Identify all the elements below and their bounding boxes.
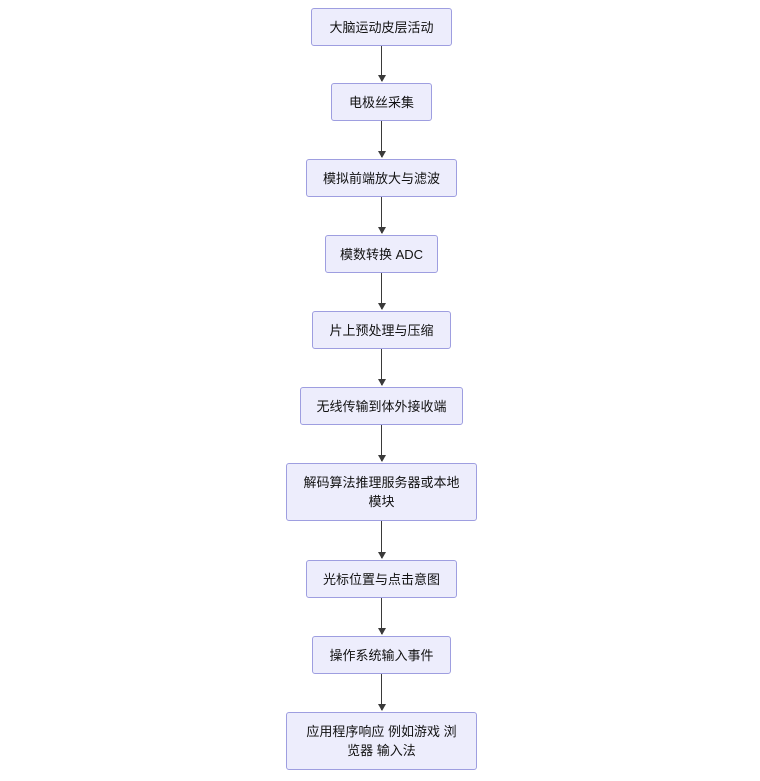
flow-node-n8[interactable]: 光标位置与点击意图 [306, 560, 457, 598]
flow-arrow-n7-to-n8 [377, 521, 386, 559]
flow-node-n10[interactable]: 应用程序响应 例如游戏 浏 览器 输入法 [286, 712, 477, 770]
flow-arrow-n3-to-n4 [377, 197, 386, 234]
flow-arrow-n6-to-n7 [377, 425, 386, 462]
flow-node-n4[interactable]: 模数转换 ADC [325, 235, 438, 273]
flow-arrow-n5-to-n6 [377, 349, 386, 386]
flow-node-n5[interactable]: 片上预处理与压缩 [312, 311, 451, 349]
flow-node-n9[interactable]: 操作系统输入事件 [312, 636, 451, 674]
flow-arrow-n9-to-n10 [377, 674, 386, 711]
flow-arrow-n4-to-n5 [377, 273, 386, 310]
flow-arrow-n1-to-n2 [377, 46, 386, 82]
flow-node-n1[interactable]: 大脑运动皮层活动 [311, 8, 452, 46]
flow-node-n6[interactable]: 无线传输到体外接收端 [300, 387, 463, 425]
flow-node-n2[interactable]: 电极丝采集 [331, 83, 432, 121]
flow-node-n7[interactable]: 解码算法推理服务器或本地 模块 [286, 463, 477, 521]
flow-arrow-n2-to-n3 [377, 121, 386, 158]
flow-arrow-n8-to-n9 [377, 598, 386, 635]
flow-node-n3[interactable]: 模拟前端放大与滤波 [306, 159, 457, 197]
